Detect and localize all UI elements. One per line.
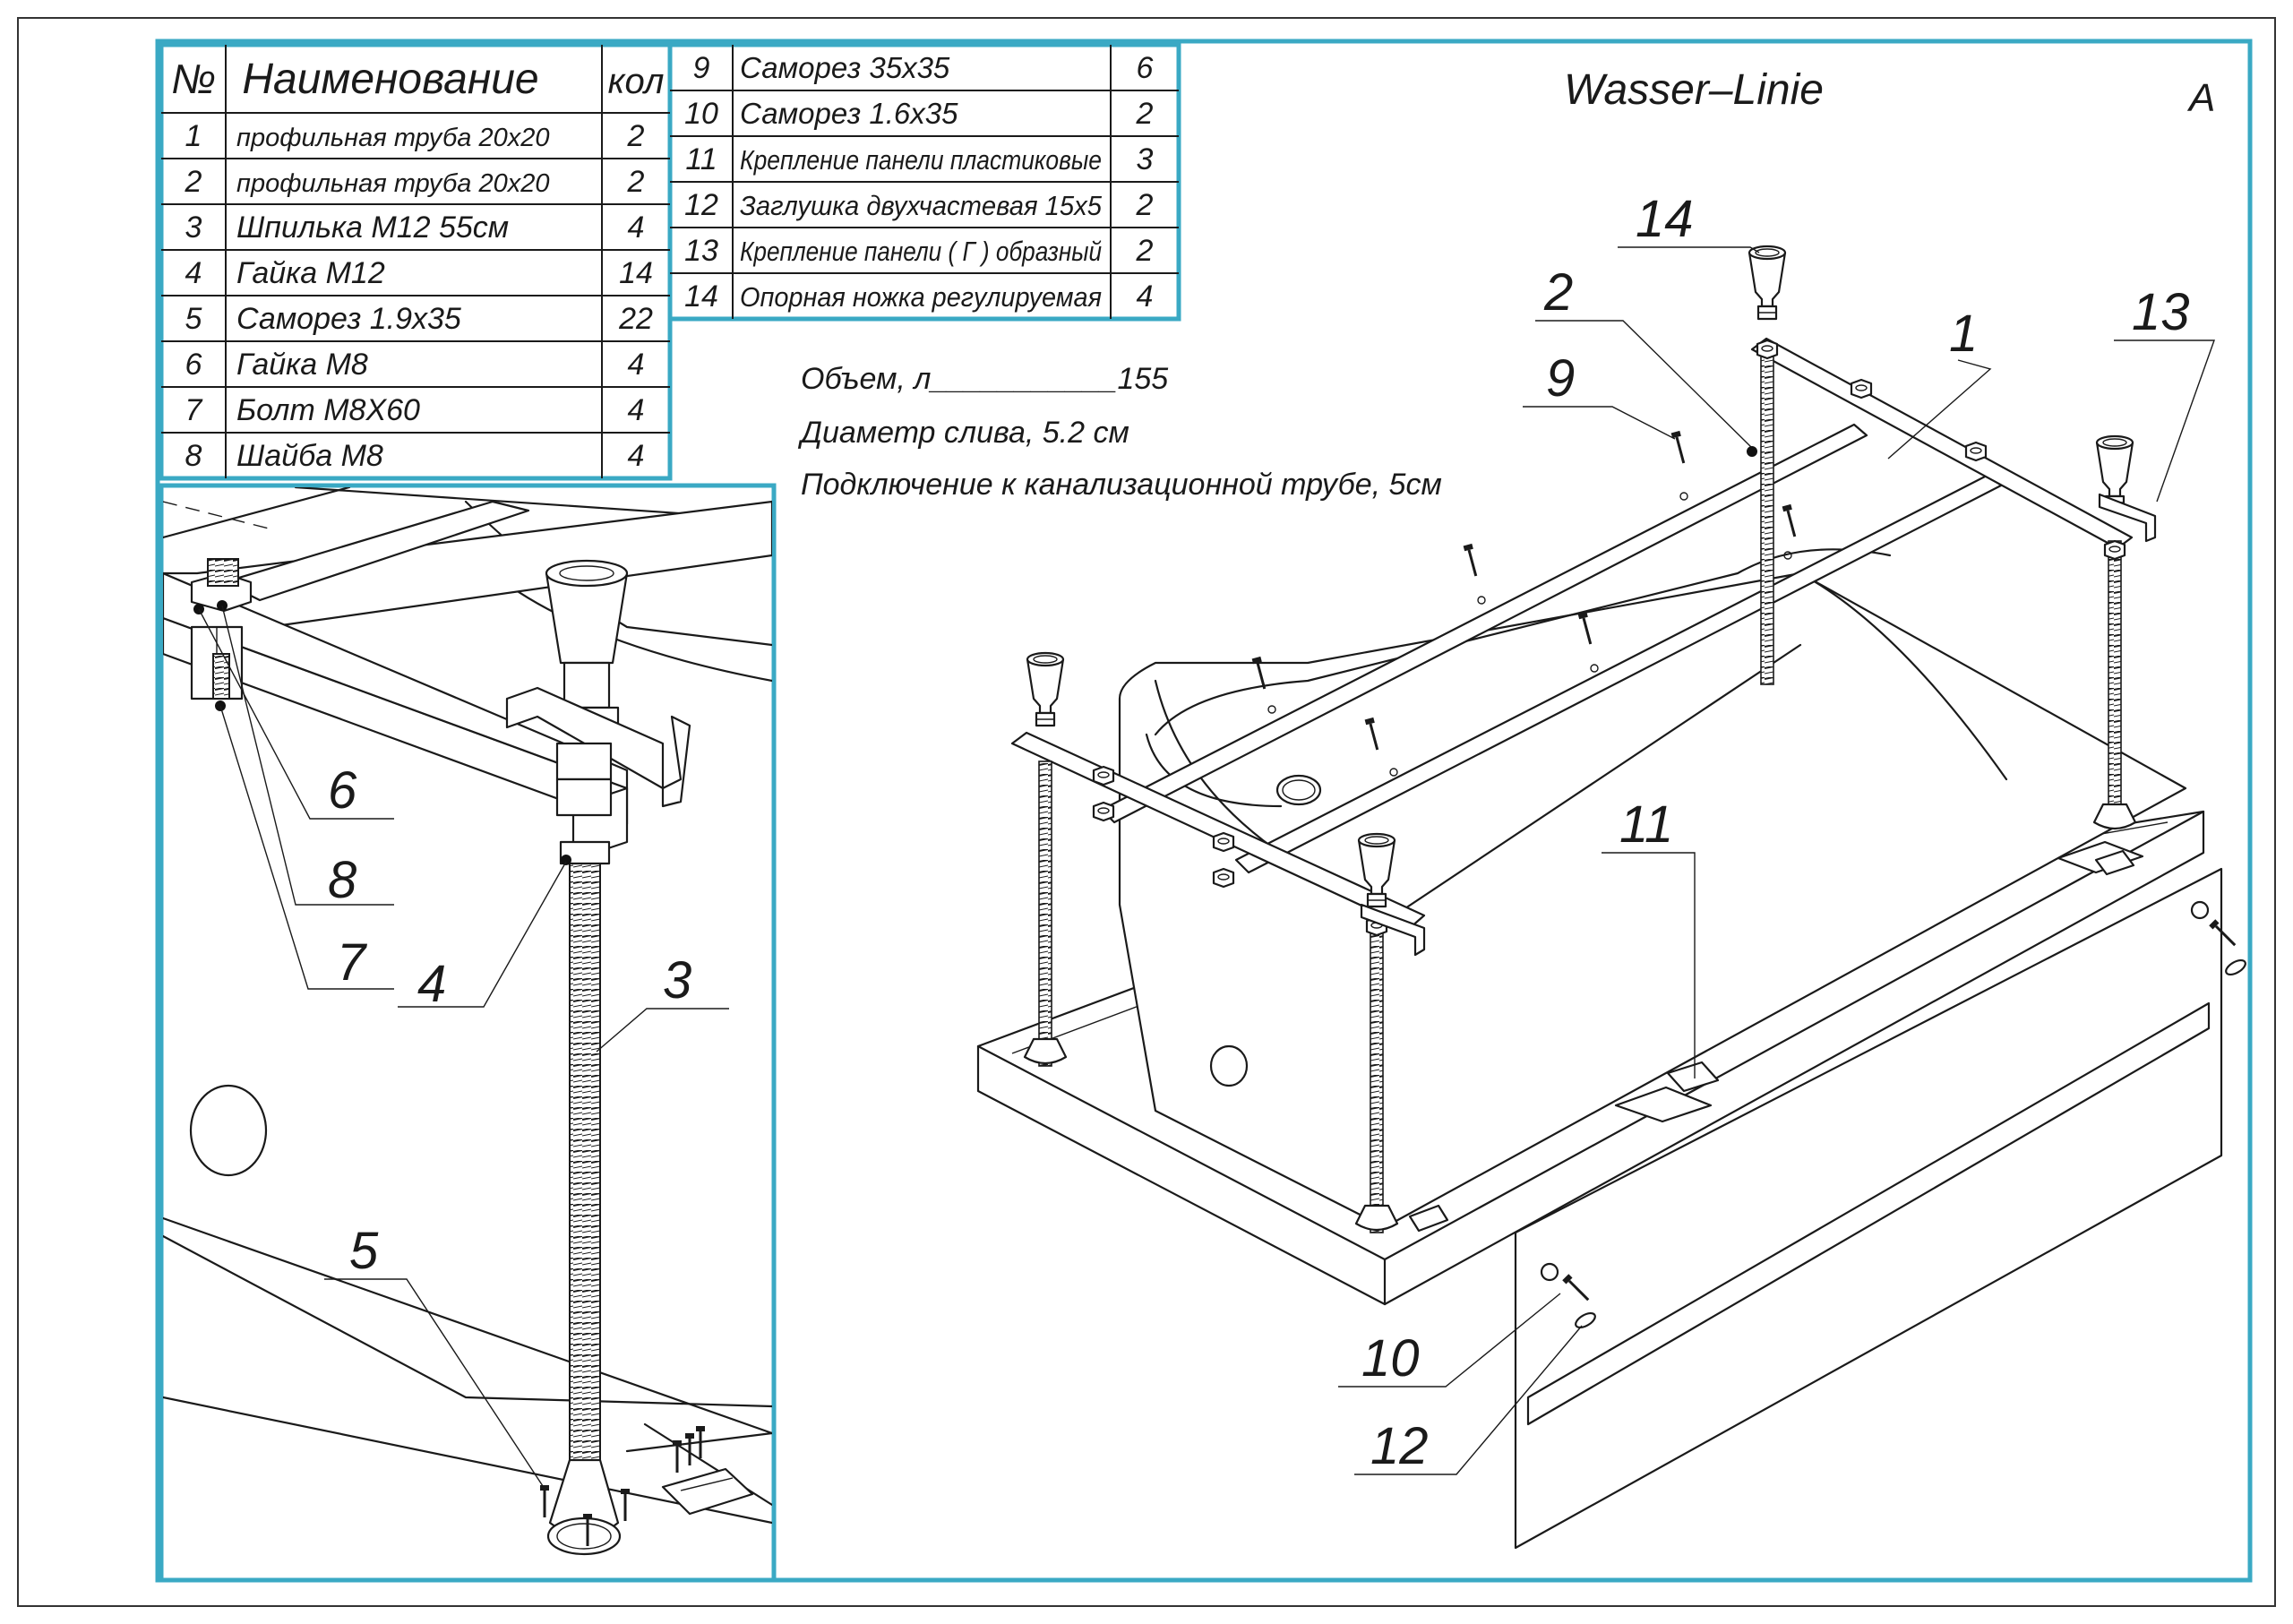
callout-5: 5 <box>349 1222 379 1280</box>
row-num: 3 <box>185 211 202 245</box>
row-name: Заглушка двухчастевая 15х5 <box>740 190 1103 221</box>
row-qty: 2 <box>627 165 645 199</box>
detail-view: 6 8 7 4 3 5 <box>163 487 772 1556</box>
row-qty: 4 <box>1137 279 1154 314</box>
row-num: 9 <box>693 51 710 85</box>
row-name: профильная труба 20х20 <box>236 169 549 198</box>
row-qty: 2 <box>1136 188 1154 222</box>
row-num: 11 <box>685 142 717 176</box>
row-num: 8 <box>185 439 202 473</box>
header-name: Наименование <box>242 56 538 103</box>
row-qty: 4 <box>628 348 645 382</box>
row-name: Опорная ножка регулируемая <box>740 281 1102 313</box>
row-num: 7 <box>185 393 203 427</box>
drain-hole <box>189 1084 268 1177</box>
row-qty: 4 <box>628 393 645 427</box>
row-name: Болт М8Х60 <box>236 393 420 427</box>
row-num: 2 <box>185 165 202 199</box>
row-name: профильная труба 20х20 <box>236 124 549 152</box>
row-name: Шайба М8 <box>236 439 383 473</box>
row-qty: 4 <box>628 211 645 245</box>
page-border <box>17 17 2276 1607</box>
callout-4: 4 <box>417 955 446 1013</box>
callout-2: 2 <box>1543 263 1573 322</box>
row-name: Гайка М8 <box>236 348 368 382</box>
detail-frame <box>159 483 777 1583</box>
row-num: 12 <box>684 188 718 222</box>
spec-drain: Диаметр слива, 5.2 см <box>797 416 1129 450</box>
callout-3: 3 <box>663 951 691 1010</box>
callout-12: 12 <box>1370 1417 1429 1475</box>
callout-7: 7 <box>337 933 368 992</box>
row-qty: 14 <box>619 256 653 290</box>
row-qty: 2 <box>1136 97 1154 131</box>
specs: Объем, л___________155 Диаметр слива, 5.… <box>797 362 1442 502</box>
drain-outlet <box>1275 774 1322 806</box>
parts-table: № Наименование кол 1 профильная труба 20х… <box>161 45 670 478</box>
row-qty: 3 <box>1137 142 1154 176</box>
callout-9: 9 <box>1546 349 1575 408</box>
callout-8: 8 <box>328 851 356 909</box>
sheet-letter: A <box>2186 76 2215 120</box>
row-num: 13 <box>684 234 718 268</box>
overflow-hole <box>1209 1044 1249 1087</box>
header-num: № <box>171 56 216 102</box>
row-num: 1 <box>185 119 202 153</box>
row-name: Саморез 35х35 <box>740 51 950 84</box>
row-name: Саморез 1.6х35 <box>740 97 958 130</box>
row-num: 14 <box>684 279 718 314</box>
row-qty: 2 <box>1136 234 1154 268</box>
callout-1: 1 <box>1949 305 1978 363</box>
row-num: 6 <box>185 348 202 382</box>
row-name: Крепление панели ( Г ) образный <box>740 236 1102 267</box>
row-qty: 2 <box>627 119 645 153</box>
row-name: Шпилька М12 55см <box>236 211 509 245</box>
row-num: 5 <box>185 302 202 336</box>
row-qty: 22 <box>618 302 653 336</box>
spec-sewer: Подключение к канализационной трубе, 5см <box>801 468 1442 502</box>
assembly-view: 14 2 9 1 13 11 10 12 <box>976 190 2246 1550</box>
brand-name: Wasser–Linie <box>1564 66 1824 114</box>
callout-10: 10 <box>1361 1329 1420 1388</box>
callout-13: 13 <box>2132 283 2190 341</box>
row-name: Гайка М12 <box>236 256 385 290</box>
row-qty: 4 <box>628 439 645 473</box>
callout-11: 11 <box>1619 795 1673 854</box>
row-num: 4 <box>185 256 202 290</box>
row-qty: 6 <box>1137 51 1154 85</box>
row-name: Саморез 1.9х35 <box>236 302 461 336</box>
main-frame <box>155 39 2253 1583</box>
header-qty: кол <box>608 62 665 101</box>
row-name: Крепление панели пластиковые <box>740 144 1102 176</box>
spec-volume: Объем, л___________155 <box>801 362 1168 396</box>
callout-14: 14 <box>1636 190 1694 248</box>
callout-6: 6 <box>328 761 357 820</box>
row-num: 10 <box>684 97 718 131</box>
